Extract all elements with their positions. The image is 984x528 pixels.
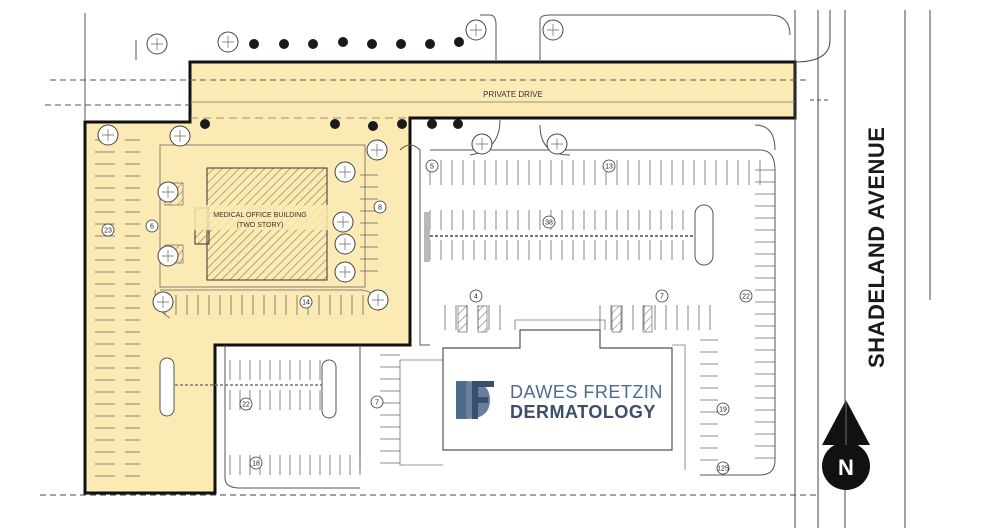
parking-count-label: 18 <box>252 461 260 468</box>
parking-count-east-row: 22 <box>739 289 753 303</box>
parking-count-label: 19 <box>719 407 727 414</box>
shrub-symbol <box>368 121 378 131</box>
highlighted-parcel <box>83 60 797 495</box>
brand-name-line1: DAWES FRETZIN <box>510 382 663 402</box>
parking-count-label: 125 <box>717 466 729 473</box>
dawes-fretzin-logo <box>456 381 494 419</box>
private-drive-label: PRIVATE DRIVE <box>483 90 543 99</box>
parking-count-markers: 23 6 8 14 5 13 38 4 7 22 22 7 18 19 125 <box>101 159 753 475</box>
shadeland-avenue-road <box>40 10 931 528</box>
north-label: N <box>838 455 854 480</box>
parking-count-southeast: 19 <box>716 402 730 416</box>
tree-symbol <box>546 133 568 155</box>
parking-count-label: 22 <box>742 294 750 301</box>
tree-symbol <box>367 289 389 311</box>
parking-count-center: 38 <box>542 215 556 229</box>
parking-count-west-row: 23 <box>101 223 115 237</box>
tree-symbol <box>465 19 487 41</box>
main-lot-outline <box>224 119 776 489</box>
medical-office-building: MEDICAL OFFICE BUILDING (TWO STORY) <box>190 167 330 281</box>
shrub-symbol <box>453 119 463 129</box>
parking-count-label: 14 <box>302 300 310 307</box>
parking-count-label: 13 <box>605 164 613 171</box>
parking-count-label: 5 <box>430 164 434 171</box>
southwest-median <box>159 357 337 419</box>
tree-symbol <box>97 124 119 146</box>
parking-count-handicap-right: 7 <box>655 289 669 303</box>
tree-symbol <box>334 233 356 255</box>
building-label-line1: MEDICAL OFFICE BUILDING <box>213 212 306 219</box>
brand-name-line2: DERMATOLOGY <box>510 402 656 422</box>
parking-count-label: 7 <box>375 400 379 407</box>
parking-count-label: 23 <box>104 228 112 235</box>
parking-count-north-row: 5 <box>425 159 439 173</box>
shrub-symbol <box>367 39 377 49</box>
parking-count-label: 38 <box>545 220 553 227</box>
shrub-symbol <box>425 39 435 49</box>
parking-count-label: 22 <box>242 402 250 409</box>
parking-count-south-center: 7 <box>370 395 384 409</box>
tree-symbol <box>157 181 179 203</box>
parking-count-corner: 125 <box>716 461 730 475</box>
street-name: SHADELAND AVENUE <box>864 127 889 368</box>
top-road <box>45 13 810 120</box>
parking-count-label: 8 <box>378 205 382 212</box>
private-drive-lines <box>190 101 795 119</box>
parking-count-label: 7 <box>660 294 664 301</box>
parking-count-handicap-left: 4 <box>469 289 483 303</box>
parking-count-southwest-lot: 22 <box>239 397 253 411</box>
shrub-symbol <box>396 39 406 49</box>
center-median <box>424 204 714 266</box>
parking-count-south-row: 18 <box>249 456 263 470</box>
shrub-symbol <box>308 39 318 49</box>
shrub-symbol <box>279 39 289 49</box>
shrub-symbol <box>427 119 437 129</box>
shrub-symbol <box>330 119 340 129</box>
north-arrow: N <box>822 400 870 490</box>
shrub-symbol <box>200 119 210 129</box>
shrub-symbol <box>338 37 348 47</box>
dermatology-building <box>399 319 686 470</box>
parking-count-label: 4 <box>474 294 478 301</box>
tree-symbol <box>334 161 356 183</box>
building-label-line2: (TWO STORY) <box>237 222 284 229</box>
tree-symbol <box>366 139 388 161</box>
parking-count-building-east: 8 <box>373 200 387 214</box>
tree-symbol <box>471 133 493 155</box>
parking-count-north-east: 13 <box>602 159 616 173</box>
tree-symbol <box>146 33 168 55</box>
tree-symbol <box>157 245 179 267</box>
shrub-symbol <box>249 39 259 49</box>
parking-count-building-south: 14 <box>299 295 313 309</box>
tree-symbol <box>217 31 239 53</box>
tree-symbol <box>334 261 356 283</box>
tree-symbol <box>169 125 191 147</box>
parking-count-west-small: 6 <box>145 219 159 233</box>
shrub-symbol <box>454 37 464 47</box>
shrub-symbol <box>397 119 407 129</box>
tree-symbol <box>542 19 564 41</box>
trees <box>97 19 568 313</box>
tree-symbol <box>152 291 174 313</box>
tree-symbol <box>332 211 354 233</box>
parking-count-label: 6 <box>150 224 154 231</box>
